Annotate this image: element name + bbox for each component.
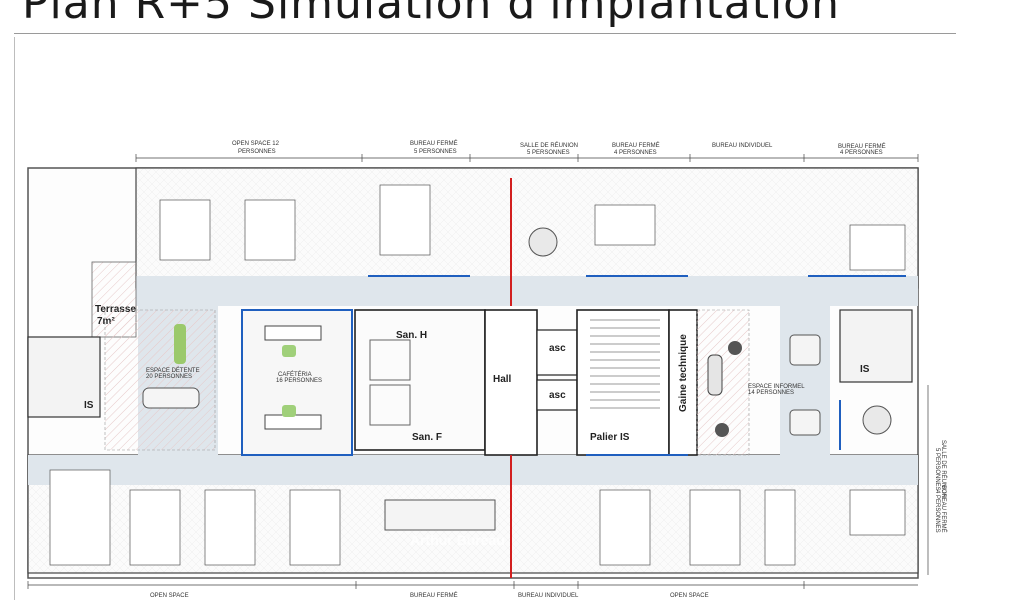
bureau-ferme-4-count: 4 PERSONNES [614,150,657,156]
palier-label: Palier IS [590,432,630,443]
bottom-bureau-individuel-label: BUREAU INDIVIDUEL [518,593,579,599]
plan-frame [14,37,953,600]
top-open-space-label: OPEN SPACE 12 [232,141,280,147]
is-right-room: IS [839,309,913,383]
asc-1-label: asc [549,343,566,354]
top-bureau-ferme-count: 5 PERSONNES [414,149,457,155]
right-salle-label: SALLE DE RÉUNION [940,440,947,498]
salle-reunion-label: SALLE DE RÉUNION [520,142,578,149]
gaine-label: Gaine technique [678,334,689,412]
right-salle-count: 5 PERSONNES [934,448,940,491]
asc-2-label: asc [549,390,566,401]
bottom-open-space-2-label: OPEN SPACE [670,593,709,599]
espace-informel: ESPACE INFORMEL 14 PERSONNES [696,309,805,456]
hall-label: Hall [493,374,512,385]
espace-detente-capacity: 20 PERSONNES [146,374,192,380]
espace-informel-capacity: 14 PERSONNES [748,390,794,396]
san-f-label: San. F [412,432,442,443]
building-core: San. H San. F Hall asc asc Palier IS Gai… [354,309,698,456]
watermark-text: Arthur Bureau [410,532,505,548]
bureau-ferme-right-count: 4 PERSONNES [840,150,883,156]
bottom-open-space-label: OPEN SPACE [150,593,189,599]
room-labels: OPEN SPACE 12 PERSONNES BUREAU FERMÉ 5 P… [150,140,947,599]
cafeteria-room: CAFÉTÉRIA 16 PERSONNES [241,309,353,456]
san-h-label: San. H [396,330,427,341]
espace-detente: ESPACE DÉTENTE 20 PERSONNES [104,309,216,451]
title-divider [14,33,956,34]
bureau-individuel-label: BUREAU INDIVIDUEL [712,143,773,149]
right-bureau-count: 4 PERSONNES [934,490,940,533]
bureau-ferme-4-label: BUREAU FERMÉ [612,142,660,149]
dimension-lines [27,154,929,589]
is-right-label: IS [860,364,870,375]
cafeteria-label: CAFÉTÉRIA [278,371,312,378]
is-left-room: IS [27,336,101,418]
bottom-bureau-ferme-label: BUREAU FERMÉ [410,592,458,599]
page-title: Plan R+5 Simulation d'implantation [22,0,840,29]
bureau-ferme-right-label: BUREAU FERMÉ [838,143,886,150]
top-bureau-ferme-label: BUREAU FERMÉ [410,140,458,147]
right-bureau-label: BUREAU FERMÉ [940,485,947,533]
terrasse-label: Terrasse [95,304,136,315]
top-open-space-count: PERSONNES [238,149,276,155]
espace-detente-label: ESPACE DÉTENTE [146,367,200,374]
espace-informel-label: ESPACE INFORMEL [748,384,805,390]
is-left-label: IS [84,400,94,411]
meeting-tables [384,227,892,531]
cafeteria-capacity: 16 PERSONNES [276,378,322,384]
desk-clusters [49,184,906,566]
salle-reunion-count: 5 PERSONNES [527,150,570,156]
blue-partitions [368,275,906,456]
